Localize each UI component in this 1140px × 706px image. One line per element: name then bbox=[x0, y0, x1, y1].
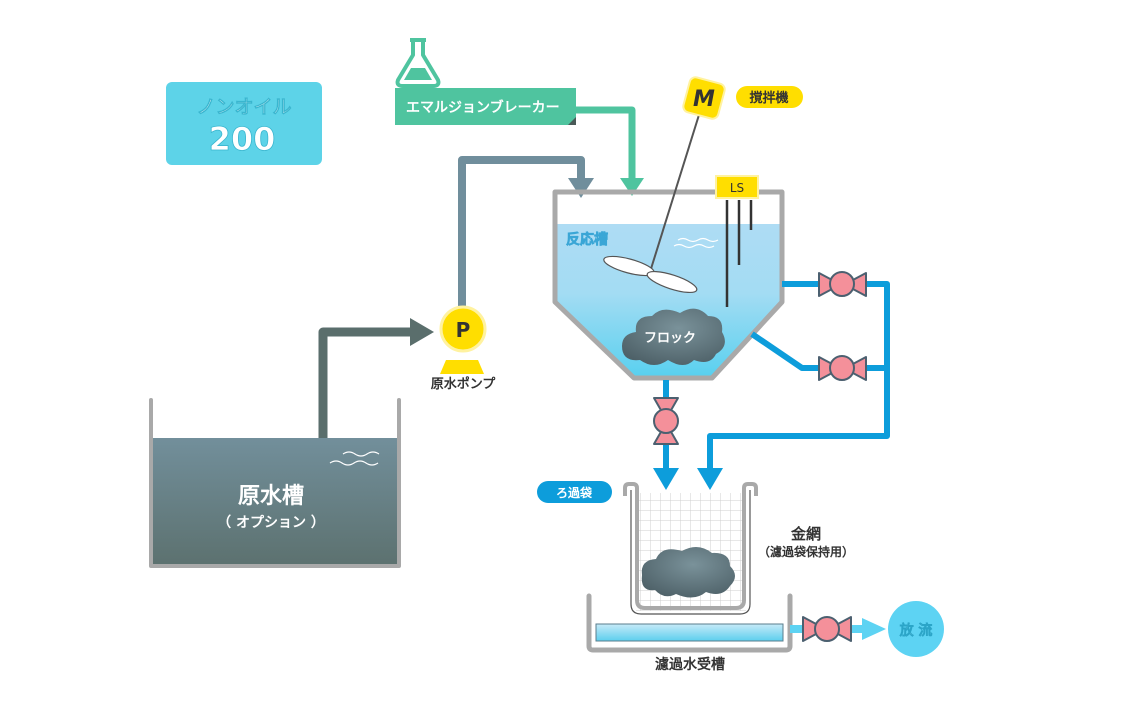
valve-lower[interactable] bbox=[818, 355, 867, 381]
raw-water-suction-line bbox=[318, 318, 434, 440]
mixer-motor: M bbox=[682, 76, 726, 120]
emulsion-breaker-label: エマルジョンブレーカー bbox=[395, 88, 576, 125]
valve-drain[interactable] bbox=[653, 397, 679, 445]
chemical-feed-line bbox=[576, 106, 644, 196]
raw-water-tank: 原水槽 （ オプション ） bbox=[149, 398, 401, 568]
discharge-outlet: 放 流 bbox=[888, 601, 944, 657]
wave-icon bbox=[673, 237, 719, 249]
pump-discharge-line bbox=[458, 156, 594, 310]
valve-upper[interactable] bbox=[818, 271, 867, 297]
reaction-tank-label: 反応槽 bbox=[566, 231, 608, 248]
chemical-label-text: エマルジョンブレーカー bbox=[406, 99, 560, 116]
mixer-tag-label: 撹拌機 bbox=[749, 90, 788, 106]
floc-cloud: フロック bbox=[622, 308, 725, 365]
valve-discharge[interactable] bbox=[802, 616, 852, 642]
discharge-label: 放 流 bbox=[899, 622, 933, 639]
level-switch: LS bbox=[715, 175, 759, 199]
wire-mesh-title: 金網 bbox=[790, 525, 821, 543]
motor-symbol: M bbox=[693, 87, 715, 112]
flask-icon bbox=[395, 38, 441, 88]
wire-mesh-basket bbox=[623, 482, 758, 615]
filtrate-receiver-tank: 濾過水受槽 bbox=[586, 593, 793, 673]
raw-tank-sublabel: （ オプション ） bbox=[217, 515, 325, 531]
level-switch-label: LS bbox=[730, 181, 744, 195]
collected-floc bbox=[641, 546, 735, 598]
pump-label: 原水ポンプ bbox=[431, 376, 497, 392]
badge-number: 200 bbox=[209, 120, 276, 158]
wire-mesh-sublabel: （濾過袋保持用） bbox=[758, 544, 854, 559]
raw-tank-label: 原水槽 bbox=[238, 484, 304, 509]
mixer-tag: 撹拌機 bbox=[736, 86, 803, 108]
raw-water-pump: P 原水ポンプ bbox=[431, 305, 497, 392]
wire-mesh-label: 金網 （濾過袋保持用） bbox=[758, 525, 854, 559]
floc-label: フロック bbox=[644, 331, 696, 346]
pump-symbol: P bbox=[456, 318, 471, 342]
product-badge: ノンオイル 200 bbox=[166, 82, 322, 165]
receiver-tank-label: 濾過水受槽 bbox=[655, 656, 725, 673]
reaction-tank: 反応槽 LS フロック bbox=[552, 101, 785, 381]
wave-icon bbox=[329, 451, 380, 466]
mixer-impeller bbox=[603, 101, 704, 294]
filter-bag-label: ろ過袋 bbox=[556, 485, 593, 500]
filter-bag-tag: ろ過袋 bbox=[537, 481, 612, 503]
badge-title: ノンオイル bbox=[196, 96, 291, 118]
